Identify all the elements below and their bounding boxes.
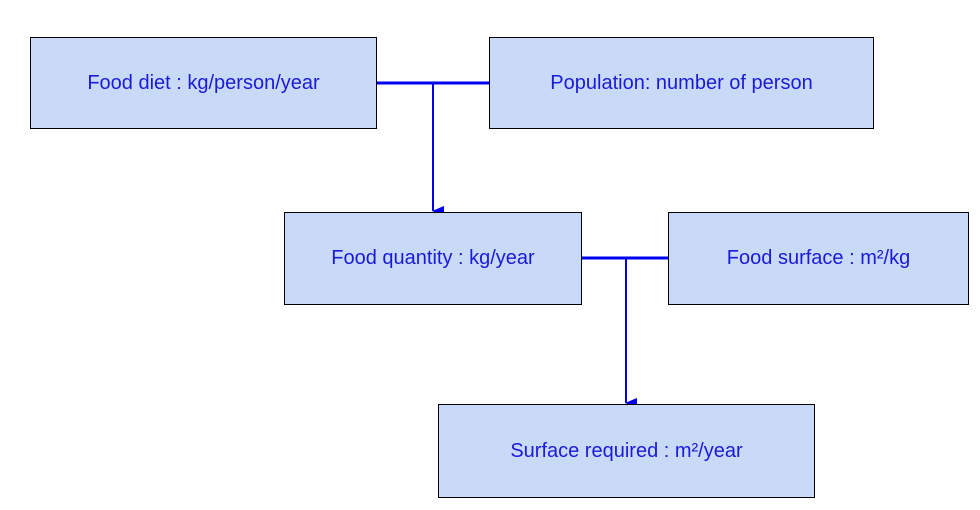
node-food-quantity: Food quantity : kg/year bbox=[284, 212, 582, 305]
node-population-label: Population: number of person bbox=[550, 71, 813, 94]
node-food-diet: Food diet : kg/person/year bbox=[30, 37, 377, 129]
node-food-surface: Food surface : m²/kg bbox=[668, 212, 969, 305]
node-population: Population: number of person bbox=[489, 37, 874, 129]
node-food-diet-label: Food diet : kg/person/year bbox=[87, 71, 320, 94]
node-surface-required-label: Surface required : m²/year bbox=[510, 439, 743, 462]
node-surface-required: Surface required : m²/year bbox=[438, 404, 815, 498]
node-food-surface-label: Food surface : m²/kg bbox=[726, 247, 911, 269]
node-food-quantity-label: Food quantity : kg/year bbox=[331, 247, 535, 269]
